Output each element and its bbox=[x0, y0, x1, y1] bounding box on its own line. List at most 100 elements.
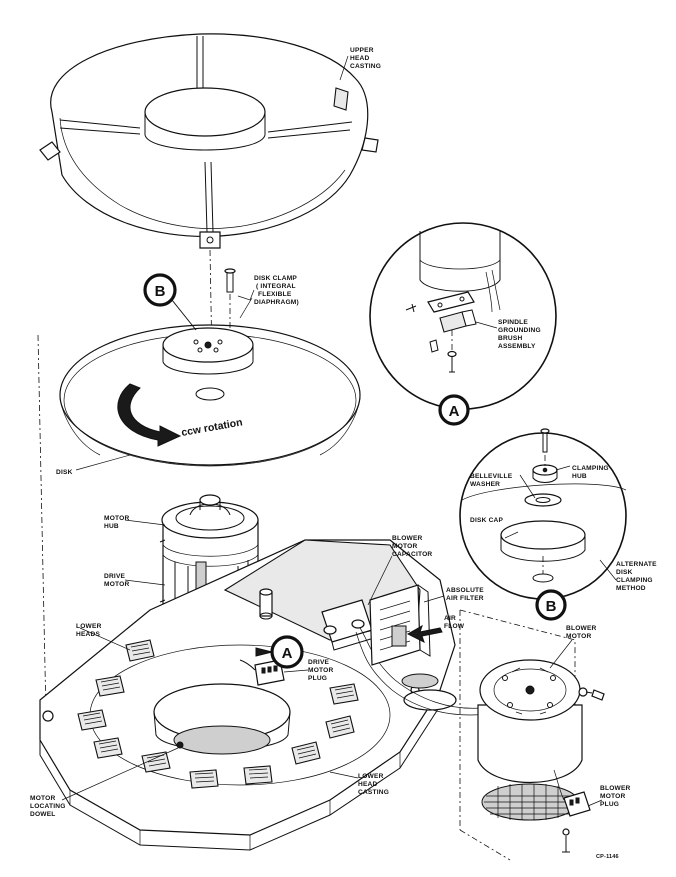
blower-motor-plug bbox=[553, 769, 591, 817]
svg-text:LOCATING: LOCATING bbox=[30, 803, 66, 810]
detail-a-circle bbox=[369, 222, 557, 410]
svg-text:LOWER: LOWER bbox=[358, 773, 384, 780]
svg-text:DRIVE: DRIVE bbox=[308, 659, 330, 666]
lower-head-7 bbox=[243, 765, 273, 785]
svg-text:CASTING: CASTING bbox=[350, 63, 381, 70]
svg-text:HEAD: HEAD bbox=[350, 55, 370, 62]
leader-lines bbox=[61, 55, 617, 807]
lower-head-8 bbox=[291, 741, 321, 765]
label-lower-head-casting: LOWER HEAD CASTING bbox=[358, 773, 389, 796]
svg-text:AIR FILTER: AIR FILTER bbox=[446, 595, 484, 602]
svg-text:BLOWER: BLOWER bbox=[392, 535, 423, 542]
callout-b-detail-label: B bbox=[546, 598, 557, 615]
svg-text:MOTOR: MOTOR bbox=[30, 795, 55, 802]
label-blower-motor: BLOWER MOTOR bbox=[566, 625, 597, 640]
svg-text:MOTOR: MOTOR bbox=[104, 581, 129, 588]
svg-text:DOWEL: DOWEL bbox=[30, 811, 56, 818]
svg-text:BRUSH: BRUSH bbox=[498, 335, 522, 342]
label-upper-head-casting: UPPER HEAD CASTING bbox=[350, 47, 381, 70]
lower-head-6 bbox=[189, 769, 219, 789]
svg-text:WASHER: WASHER bbox=[470, 481, 500, 488]
upper-head-casting bbox=[39, 33, 379, 249]
lower-head-2 bbox=[95, 675, 125, 697]
svg-text:MOTOR: MOTOR bbox=[566, 633, 591, 640]
svg-text:HUB: HUB bbox=[572, 473, 587, 480]
label-disk-clamp: DISK CLAMP ( INTEGRAL FLEXIBLE DIAPHRAGM… bbox=[254, 275, 299, 306]
svg-text:GROUNDING: GROUNDING bbox=[498, 327, 541, 334]
callout-a-detail: A bbox=[438, 394, 470, 426]
label-absolute-air-filter: ABSOLUTE AIR FILTER bbox=[446, 587, 484, 602]
disk bbox=[59, 268, 361, 467]
svg-text:METHOD: METHOD bbox=[616, 585, 646, 592]
svg-text:AIR: AIR bbox=[444, 615, 456, 622]
svg-text:CASTING: CASTING bbox=[358, 789, 389, 796]
svg-text:MOTOR: MOTOR bbox=[308, 667, 333, 674]
lower-head-1 bbox=[125, 639, 155, 662]
spindle-axis-upper bbox=[209, 249, 213, 361]
svg-text:FLOW: FLOW bbox=[444, 623, 465, 630]
label-disk: DISK bbox=[56, 469, 73, 476]
label-lower-heads: LOWER HEADS bbox=[76, 623, 102, 638]
motor-side-fitting bbox=[259, 588, 273, 620]
svg-text:MOTOR: MOTOR bbox=[600, 793, 625, 800]
svg-text:PLUG: PLUG bbox=[600, 801, 619, 808]
svg-text:BELLEVILLE: BELLEVILLE bbox=[470, 473, 513, 480]
label-spindle-grounding: SPINDLE GROUNDING BRUSH ASSEMBLY bbox=[498, 319, 541, 350]
ccw-rotation-arrow bbox=[117, 383, 182, 447]
absolute-air-filter bbox=[369, 584, 431, 666]
svg-text:HEADS: HEADS bbox=[76, 631, 100, 638]
drive-motor-plug bbox=[239, 659, 285, 686]
label-motor-hub: MOTOR HUB bbox=[104, 515, 129, 530]
svg-text:SPINDLE: SPINDLE bbox=[498, 319, 528, 326]
label-motor-locating-dowel: MOTOR LOCATING DOWEL bbox=[30, 795, 66, 818]
svg-text:MOTOR: MOTOR bbox=[392, 543, 417, 550]
svg-text:ASSEMBLY: ASSEMBLY bbox=[498, 343, 536, 350]
air-flow-arrow bbox=[406, 624, 443, 643]
lower-head-3 bbox=[77, 709, 107, 731]
label-blower-motor-plug: BLOWER MOTOR PLUG bbox=[600, 785, 631, 808]
label-alternate-clamping: ALTERNATE DISK CLAMPING METHOD bbox=[616, 561, 657, 592]
left-mount-axis bbox=[37, 334, 47, 716]
svg-text:MOTOR: MOTOR bbox=[104, 515, 129, 522]
callout-b-upper-label: B bbox=[155, 283, 166, 300]
lower-head-4 bbox=[93, 737, 123, 759]
blower-motor bbox=[459, 609, 605, 861]
svg-text:DISK CLAMP: DISK CLAMP bbox=[254, 275, 297, 282]
label-blower-motor-capacitor: BLOWER MOTOR CAPACITOR bbox=[392, 535, 432, 558]
svg-text:CAPACITOR: CAPACITOR bbox=[392, 551, 432, 558]
svg-text:LOWER: LOWER bbox=[76, 623, 102, 630]
lower-heads bbox=[77, 639, 359, 789]
label-belleville-washer: BELLEVILLE WASHER bbox=[470, 473, 513, 488]
svg-text:ABSOLUTE: ABSOLUTE bbox=[446, 587, 484, 594]
label-figure-code: CP-1146 bbox=[596, 854, 619, 860]
svg-text:DISK: DISK bbox=[616, 569, 633, 576]
detail-b-circle bbox=[459, 428, 627, 600]
lower-head-10 bbox=[329, 683, 359, 705]
label-air-flow: AIR FLOW bbox=[444, 615, 465, 630]
callout-b-detail: B bbox=[535, 589, 567, 621]
callout-a-lower-label: A bbox=[282, 645, 293, 662]
svg-text:CLAMPING: CLAMPING bbox=[616, 577, 653, 584]
label-drive-motor-plug: DRIVE MOTOR PLUG bbox=[308, 659, 333, 682]
callout-a-lower: A bbox=[255, 635, 304, 669]
svg-text:CLAMPING: CLAMPING bbox=[572, 465, 609, 472]
svg-text:ALTERNATE: ALTERNATE bbox=[616, 561, 657, 568]
svg-text:( INTEGRAL: ( INTEGRAL bbox=[256, 283, 296, 290]
svg-text:UPPER: UPPER bbox=[350, 47, 374, 54]
callout-b-upper: B bbox=[143, 273, 197, 331]
svg-text:HEAD: HEAD bbox=[358, 781, 378, 788]
label-drive-motor: DRIVE MOTOR bbox=[104, 573, 129, 588]
lower-head-9 bbox=[325, 715, 355, 739]
svg-text:HUB: HUB bbox=[104, 523, 119, 530]
svg-text:FLEXIBLE: FLEXIBLE bbox=[258, 291, 292, 298]
label-clamping-hub: CLAMPING HUB bbox=[572, 465, 609, 480]
label-disk-cap: DISK CAP bbox=[470, 517, 504, 524]
svg-text:PLUG: PLUG bbox=[308, 675, 327, 682]
svg-text:BLOWER: BLOWER bbox=[566, 625, 597, 632]
svg-text:DIAPHRAGM): DIAPHRAGM) bbox=[254, 299, 299, 306]
callout-a-detail-label: A bbox=[449, 403, 460, 420]
svg-text:BLOWER: BLOWER bbox=[600, 785, 631, 792]
svg-text:DRIVE: DRIVE bbox=[104, 573, 126, 580]
